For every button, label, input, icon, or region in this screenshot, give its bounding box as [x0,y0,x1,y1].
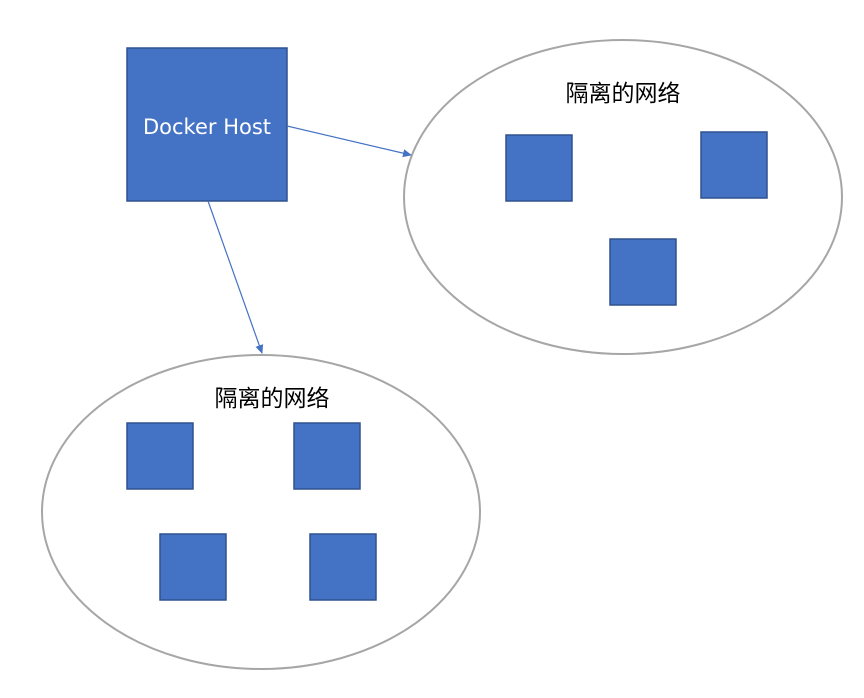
arrow-host-to-network-2 [207,200,264,354]
network-1-container-3[interactable] [609,238,677,306]
isolated-network-1: 隔离的网络 [403,39,843,355]
docker-host-box[interactable] [126,47,288,202]
network-2-container-1[interactable] [126,422,194,490]
network-2-label: 隔离的网络 [215,386,330,412]
isolated-network-2: 隔离的网络 [41,354,481,670]
network-2-container-4[interactable] [309,533,377,601]
docker-host[interactable]: Docker Host [126,47,288,202]
network-1-label: 隔离的网络 [566,81,681,107]
network-2-boundary [41,354,481,670]
docker-host-label: Docker Host [143,115,271,139]
arrow-host-to-network-1 [286,125,412,158]
network-1-container-1[interactable] [505,134,573,202]
network-2-container-3[interactable] [159,533,227,601]
network-2-container-2[interactable] [293,422,361,490]
network-1-boundary [403,39,843,355]
network-1-container-2[interactable] [700,131,768,199]
